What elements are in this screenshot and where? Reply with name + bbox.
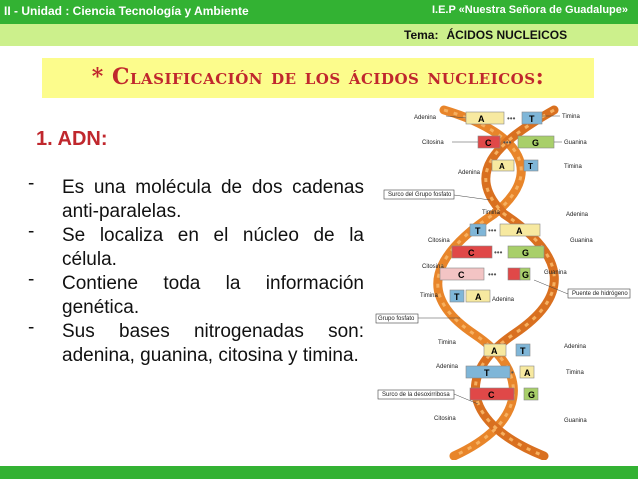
base-pair-row: C G: [469, 387, 539, 401]
header-bar: II - Unidad : Ciencia Tecnología y Ambie…: [0, 0, 638, 24]
base-right: T: [520, 346, 526, 356]
base-right: G: [528, 390, 535, 400]
label-timina: Timina: [482, 210, 500, 216]
label-guanina: Guanina: [564, 140, 587, 146]
dna-double-helix-illustration: A T ••• C G ••• A T T A ••• C G ••• C G …: [375, 105, 631, 460]
label-adenina: Adenina: [564, 344, 587, 350]
base-left: C: [485, 138, 492, 148]
base-pair-row: T A •: [465, 365, 535, 379]
topic-value: ÁCIDOS NUCLEICOS: [446, 28, 568, 42]
svg-text:•••: •••: [503, 138, 512, 147]
base-right: A: [516, 226, 523, 236]
dna-labels: Adenina Timina Citosina Guanina Adenina …: [378, 114, 628, 424]
base-left: T: [484, 368, 490, 378]
topic: Tema: ÁCIDOS NUCLEICOS: [404, 28, 567, 42]
label-puente-hidrogeno: Puente de hidrógeno: [572, 291, 628, 297]
label-timina: Timina: [566, 370, 584, 376]
school-name: I.E.P «Nuestra Señora de Guadalupe»: [431, 4, 628, 16]
bullet-list: - Es una molécula de dos cadenas anti-par…: [24, 173, 364, 368]
label-guanina: Guanina: [570, 238, 593, 244]
base-pair-row: C G •••: [439, 267, 531, 281]
bullet-text: Sus bases nitrogenadas son: adenina, gua…: [62, 321, 364, 366]
svg-text:•••: •••: [507, 114, 516, 123]
svg-text:•: •: [511, 368, 514, 377]
slide-title-box: * Clasificación de los ácidos nucleicos:: [42, 58, 594, 98]
base-right: G: [522, 270, 529, 280]
bullet-text: Se localiza en el núcleo de la célula.: [62, 225, 364, 270]
base-pair-row: A T: [483, 343, 531, 357]
base-left: C: [468, 248, 475, 258]
base-pair-row: C G •••: [451, 245, 545, 259]
base-left: T: [454, 292, 460, 302]
topic-bar: Tema: ÁCIDOS NUCLEICOS: [0, 24, 638, 46]
base-left: T: [475, 226, 481, 236]
bullet-item: - Se localiza en el núcleo de la célula.: [24, 221, 364, 272]
label-timina: Timina: [564, 164, 582, 170]
base-right: T: [529, 114, 535, 124]
bullet-dash: -: [28, 317, 35, 338]
base-left: C: [458, 270, 465, 280]
bullet-dash: -: [28, 221, 35, 242]
label-timina: Timina: [420, 293, 438, 299]
base-left: A: [478, 114, 485, 124]
bullet-text: Contiene toda la información genética.: [62, 273, 364, 318]
section-heading: 1. ADN:: [36, 128, 108, 150]
bullet-dash: -: [28, 173, 35, 194]
base-pair-row: A T •••: [465, 111, 543, 125]
bullet-item: - Es una molécula de dos cadenas anti-par…: [24, 173, 364, 224]
svg-text:•••: •••: [494, 248, 503, 257]
base-left: A: [499, 162, 505, 171]
base-right: T: [528, 162, 533, 171]
base-left: C: [488, 390, 495, 400]
label-guanina: Guanina: [564, 418, 587, 424]
slide-title: * Clasificación de los ácidos nucleicos:: [91, 64, 545, 90]
label-timina: Timina: [438, 340, 456, 346]
base-left: A: [491, 346, 498, 356]
label-adenina: Adenina: [492, 297, 515, 303]
base-right: A: [524, 368, 531, 378]
base-pair-row: T A: [449, 289, 491, 303]
base-right: G: [532, 138, 539, 148]
label-citosina: Citosina: [422, 140, 444, 146]
svg-text:•••: •••: [488, 226, 497, 235]
bullet-text: Es una molécula de dos cadenas anti-para…: [62, 177, 364, 222]
label-guanina: Guanina: [544, 270, 567, 276]
bullet-dash: -: [28, 269, 35, 290]
label-adenina: Adenina: [414, 115, 437, 121]
base-pair-row: T A •••: [469, 223, 541, 237]
unit-label: II - Unidad : Ciencia Tecnología y Ambie…: [4, 4, 249, 18]
label-surco-fosfato: Surco del Grupo fosfato: [388, 192, 452, 198]
footer-bar: [0, 466, 638, 479]
bullet-item: - Sus bases nitrogenadas son: adenina, gu…: [24, 317, 364, 368]
label-surco-desoxirribosa: Surco de la desoxirribosa: [382, 392, 450, 398]
label-adenina: Adenina: [436, 364, 459, 370]
bullet-item: - Contiene toda la información genética.: [24, 269, 364, 320]
base-right: G: [522, 248, 529, 258]
svg-text:•••: •••: [488, 270, 497, 279]
label-grupo-fosfato: Grupo fosfato: [378, 316, 415, 322]
label-timina: Timina: [562, 114, 580, 120]
topic-label: Tema:: [404, 28, 439, 42]
label-citosina: Citosina: [422, 264, 444, 270]
label-adenina: Adenina: [458, 170, 481, 176]
label-adenina: Adenina: [566, 212, 589, 218]
label-citosina: Citosina: [428, 238, 450, 244]
base-right: A: [475, 292, 482, 302]
base-pair-row: A T: [491, 159, 539, 172]
label-citosina: Citosina: [434, 416, 456, 422]
